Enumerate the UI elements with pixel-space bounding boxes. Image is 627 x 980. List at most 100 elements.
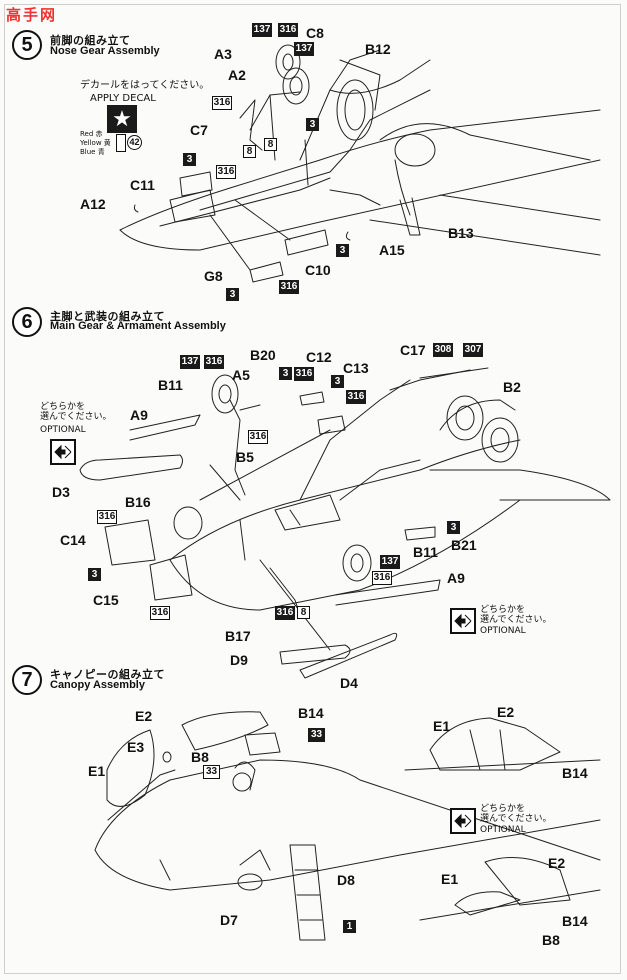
part-label: E1 xyxy=(88,763,106,779)
part-label: E2 xyxy=(135,708,153,724)
part-label: C7 xyxy=(190,122,208,138)
paint-code-box: 316 xyxy=(372,571,392,585)
part-label: A3 xyxy=(214,46,232,62)
optional-line1: どちらかを xyxy=(40,402,86,412)
decal-legend: Red 赤 Yellow 黄 Blue 青 xyxy=(80,130,111,156)
paint-code-box: 137 xyxy=(252,23,272,37)
paint-code-box: 137 xyxy=(294,42,314,56)
paint-code-box: 316 xyxy=(248,430,268,444)
part-label: B14 xyxy=(562,765,588,781)
paint-code-box: 316 xyxy=(275,606,295,620)
main-gear-drawing xyxy=(79,367,611,679)
optional-note-en: OPTIONAL xyxy=(40,425,86,435)
part-label: B21 xyxy=(451,537,477,553)
step-number: 7 xyxy=(12,665,42,695)
part-label: C14 xyxy=(60,532,86,548)
part-label: G8 xyxy=(204,268,223,284)
nose-gear-drawing xyxy=(119,44,601,283)
paint-code-box: 316 xyxy=(150,606,170,620)
paint-code-box: 137 xyxy=(180,355,200,369)
legend-yellow: Yellow 黄 xyxy=(80,138,111,147)
watermark: 高手网 xyxy=(6,6,58,24)
paint-code-box: 8 xyxy=(297,606,310,619)
paint-code-box: 3 xyxy=(279,367,292,380)
paint-code-box: 307 xyxy=(463,343,483,357)
optional-note: どちらかを 選んでください。 OPTIONAL xyxy=(480,605,552,636)
part-label: B12 xyxy=(365,41,391,57)
paint-code-box: 316 xyxy=(97,510,117,524)
part-label: D3 xyxy=(52,484,70,500)
part-label: A2 xyxy=(228,67,246,83)
paint-code-box: 316 xyxy=(204,355,224,369)
part-label: A9 xyxy=(447,570,465,586)
optional-swap-icon xyxy=(450,608,476,634)
optional-en: OPTIONAL xyxy=(480,824,526,835)
part-label: A5 xyxy=(232,367,250,383)
optional-line2: 選んでください。 xyxy=(40,412,112,423)
part-label: B2 xyxy=(503,379,521,395)
paint-code-box: 316 xyxy=(216,165,236,179)
paint-code-box: 3 xyxy=(88,568,101,581)
step-title-en: Main Gear & Armament Assembly xyxy=(50,320,226,332)
optional-note-jp: どちらかを 選んでください。 xyxy=(40,402,112,423)
paint-code-box: 33 xyxy=(203,765,220,779)
part-label: B20 xyxy=(250,347,276,363)
step-title-en: Nose Gear Assembly xyxy=(50,45,160,57)
part-label: E1 xyxy=(441,871,459,887)
step-title-en: Canopy Assembly xyxy=(50,679,145,691)
decal-instruction-en: APPLY DECAL xyxy=(90,93,156,104)
paint-code-box: 3 xyxy=(336,244,349,257)
part-label: B14 xyxy=(298,705,324,721)
part-label: B17 xyxy=(225,628,251,644)
legend-blue: Blue 青 xyxy=(80,147,105,156)
paint-code-box: 3 xyxy=(226,288,239,301)
optional-swap-icon xyxy=(50,439,76,465)
part-label: C10 xyxy=(305,262,331,278)
part-label: B11 xyxy=(413,544,438,560)
optional-en: OPTIONAL xyxy=(480,625,526,636)
step-number: 5 xyxy=(12,30,42,60)
decal-color-chip xyxy=(116,134,126,152)
paint-code-box: 316 xyxy=(279,280,299,294)
part-label: D9 xyxy=(230,652,248,668)
part-label: C12 xyxy=(306,349,332,365)
optional-note: どちらかを 選んでください。 OPTIONAL xyxy=(480,804,552,835)
optional-swap-icon xyxy=(450,808,476,834)
paint-code-box: 137 xyxy=(380,555,400,569)
optional-line1: どちらかを xyxy=(480,605,526,615)
part-label: D7 xyxy=(220,912,238,928)
paint-code-box: 8 xyxy=(243,145,256,158)
optional-line2: 選んでください。 xyxy=(480,615,552,626)
part-label: C8 xyxy=(306,25,324,41)
part-label: B8 xyxy=(191,749,209,765)
paint-code-box: 33 xyxy=(308,728,325,742)
paint-code-box: 316 xyxy=(212,96,232,110)
part-label: C17 xyxy=(400,342,426,358)
part-label: C15 xyxy=(93,592,119,608)
part-label: B8 xyxy=(542,932,560,948)
part-label: C13 xyxy=(343,360,369,376)
step-title-jp: キャノピーの組み立て xyxy=(50,668,165,681)
part-label: A15 xyxy=(379,242,405,258)
paint-code-box: 316 xyxy=(294,367,314,381)
part-label: B16 xyxy=(125,494,151,510)
page-frame xyxy=(4,4,621,974)
paint-code-box: 308 xyxy=(433,343,453,357)
part-label: B11 xyxy=(158,377,183,393)
paint-code-box: 3 xyxy=(306,118,319,131)
step-title-jp: 主脚と武装の組み立て xyxy=(50,310,165,323)
part-label: D8 xyxy=(337,872,355,888)
decal-instruction-jp: デカールをはってください。 xyxy=(80,80,210,91)
part-label: C11 xyxy=(130,177,155,193)
part-label: E2 xyxy=(548,855,566,871)
paint-code-box: 3 xyxy=(331,375,344,388)
part-label: D4 xyxy=(340,675,358,691)
part-label: B14 xyxy=(562,913,588,929)
part-label: A12 xyxy=(80,196,106,212)
decal-star-icon: ★ xyxy=(107,105,137,133)
step-title-jp: 前脚の組み立て xyxy=(50,34,131,47)
optional-line1: どちらかを xyxy=(480,804,526,814)
step-number: 6 xyxy=(12,307,42,337)
